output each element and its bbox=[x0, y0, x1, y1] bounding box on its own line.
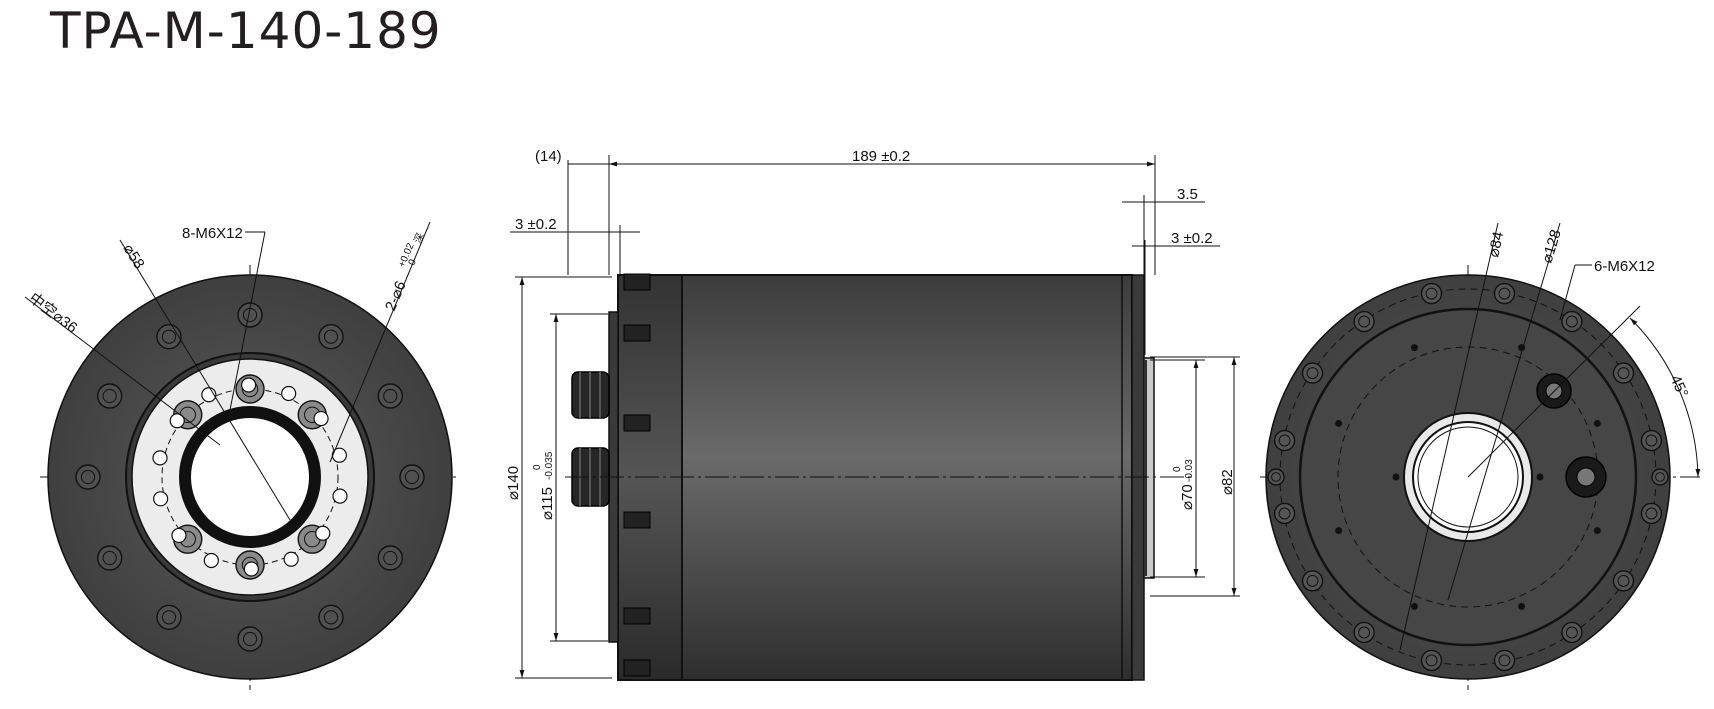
label-left-center-hole: 中空⌀36 bbox=[26, 290, 81, 337]
dim-right-pilot-diameter: ⌀70 bbox=[1179, 484, 1196, 510]
small-hole bbox=[241, 377, 257, 393]
cable-gland-top bbox=[571, 371, 610, 419]
dim-left-pilot-tol-lower: -0.035 bbox=[544, 451, 555, 480]
outer-bolt bbox=[156, 324, 182, 350]
left-bore bbox=[189, 416, 311, 538]
dim-overall-length: 189 ±0.2 bbox=[852, 148, 910, 165]
outer-bolt bbox=[1353, 621, 1375, 644]
label-pin-tol-lower: 0 bbox=[407, 257, 419, 267]
label-right-tapped-holes: 6-M6X12 bbox=[1594, 258, 1655, 275]
small-hole bbox=[283, 551, 299, 567]
small-hole bbox=[169, 413, 185, 429]
outer-bolt bbox=[1420, 649, 1443, 672]
page-title: TPA-M-140-189 bbox=[50, 2, 442, 60]
small-hole bbox=[203, 552, 219, 569]
left-view: 8-M6X12 ⌀58 中空⌀36 2-⌀6 +0.02 0 深 bbox=[24, 221, 460, 690]
dim-gland-offset: (14) bbox=[535, 148, 562, 165]
side-bolt bbox=[1651, 468, 1669, 486]
small-hole bbox=[171, 527, 187, 544]
outer-bolt bbox=[97, 383, 123, 409]
label-left-tapped-holes: 8-M6X12 bbox=[182, 225, 243, 242]
small-dot bbox=[1410, 602, 1418, 610]
small-hole bbox=[332, 488, 348, 504]
small-hole bbox=[315, 525, 331, 541]
small-dot bbox=[1536, 473, 1544, 481]
small-dot bbox=[1335, 527, 1343, 535]
small-hole bbox=[152, 450, 168, 466]
small-hole bbox=[243, 561, 259, 577]
right-view: ⌀84 ⌀128 6-M6X12 45° bbox=[1260, 222, 1701, 690]
label-right-outer-circle: ⌀128 bbox=[1539, 228, 1565, 266]
outer-bolt bbox=[318, 604, 344, 630]
outer-bolt bbox=[237, 626, 263, 652]
outer-bolt bbox=[1561, 310, 1583, 333]
outer-bolt bbox=[1640, 502, 1663, 525]
small-dot bbox=[1593, 527, 1601, 535]
dim-right-step-35: 3.5 bbox=[1177, 186, 1198, 203]
leader-center-hole bbox=[24, 296, 221, 446]
outer-bolt bbox=[1612, 362, 1635, 384]
outer-bolt bbox=[377, 545, 403, 571]
leader-right-tapped bbox=[1559, 264, 1576, 321]
outer-bolt bbox=[1640, 429, 1663, 452]
outer-bolt bbox=[1493, 649, 1516, 672]
dim-left-flange-thickness: 3 ±0.2 bbox=[515, 216, 557, 233]
outer-bolt bbox=[1301, 362, 1324, 384]
leader-tapped-holes bbox=[229, 231, 266, 411]
small-hole bbox=[313, 410, 329, 427]
side-view: 189 ±0.2 (14) 3 ±0.2 3.5 3 ±0.2 ⌀140 ⌀11… bbox=[505, 148, 1240, 681]
leader-pin-holes bbox=[329, 221, 431, 463]
small-dot bbox=[1593, 419, 1601, 427]
outer-bolt bbox=[318, 324, 344, 350]
outer-bolt bbox=[97, 545, 123, 571]
label-pin-depth: 深 bbox=[412, 231, 427, 245]
dim-right-step-3: 3 ±0.2 bbox=[1171, 230, 1213, 247]
leader-outer-circle bbox=[1447, 222, 1561, 601]
side-bolt bbox=[1267, 468, 1285, 486]
flange-slots bbox=[623, 273, 651, 677]
small-dot bbox=[1392, 473, 1400, 481]
leader-inner-circle bbox=[1399, 222, 1499, 651]
small-hole bbox=[281, 385, 297, 402]
outer-bolt bbox=[1301, 570, 1324, 592]
outer-bolt bbox=[399, 464, 425, 490]
outer-bolt bbox=[75, 464, 101, 490]
small-hole bbox=[153, 491, 169, 507]
label-left-pin-holes: 2-⌀6 bbox=[382, 279, 410, 314]
dim-left-pilot-diameter: ⌀115 bbox=[539, 487, 556, 520]
connector-socket-2 bbox=[1565, 456, 1607, 498]
outer-bolt bbox=[1612, 570, 1635, 592]
label-right-inner-circle: ⌀84 bbox=[1485, 230, 1507, 259]
dim-right-pilot-tol-lower: -0.03 bbox=[1184, 459, 1195, 482]
outer-bolt bbox=[377, 383, 403, 409]
dim-left-pilot-tol-upper: 0 bbox=[532, 464, 543, 470]
outer-bolt bbox=[1273, 502, 1296, 525]
left-outer-bolts bbox=[75, 302, 425, 652]
outer-bolt bbox=[1420, 282, 1443, 305]
outer-bolt bbox=[1273, 429, 1296, 452]
small-dot bbox=[1518, 602, 1526, 610]
dim-outer-diameter: ⌀140 bbox=[505, 466, 522, 500]
leader-bolt-circle bbox=[119, 239, 291, 521]
outer-bolt bbox=[1561, 621, 1583, 644]
outer-bolt bbox=[1493, 282, 1516, 305]
outer-bolt bbox=[1353, 310, 1375, 333]
label-right-angle: 45° bbox=[1666, 373, 1691, 401]
angle-arc bbox=[1629, 317, 1701, 478]
small-dot bbox=[1410, 344, 1418, 352]
dim-right-boss-diameter: ⌀82 bbox=[1219, 469, 1236, 495]
small-dot bbox=[1335, 419, 1343, 427]
outer-bolt bbox=[156, 604, 182, 630]
dim-right-pilot-tol-upper: 0 bbox=[1172, 466, 1183, 472]
